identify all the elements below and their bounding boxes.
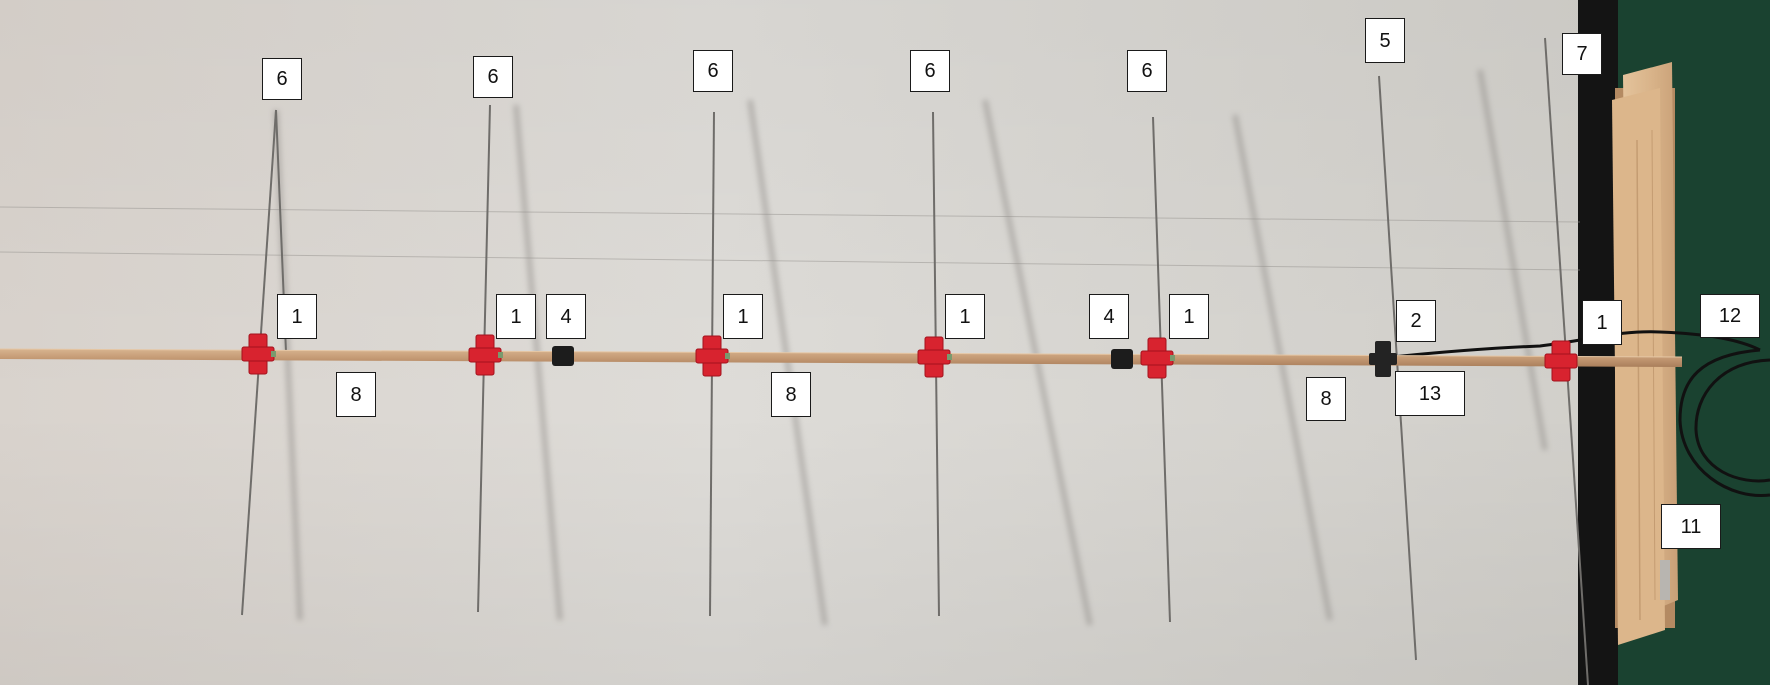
- label-director: 6: [1127, 50, 1167, 92]
- label-clamp: 1: [723, 294, 763, 339]
- label-boom: 8: [1306, 377, 1346, 421]
- label-feed-clamp: 2: [1396, 300, 1436, 342]
- label-director: 6: [473, 56, 513, 98]
- label-reflector: 7: [1562, 33, 1602, 75]
- label-director: 6: [262, 58, 302, 100]
- label-clamp: 1: [1169, 294, 1209, 339]
- boom: [0, 348, 1683, 367]
- label-boom: 8: [771, 372, 811, 417]
- label-boom: 8: [336, 372, 376, 417]
- label-clamp: 1: [496, 294, 536, 339]
- label-clamp: 1: [945, 294, 985, 339]
- label-clamp: 1: [1582, 300, 1622, 345]
- label-clamp: 1: [277, 294, 317, 339]
- label-feedpoint: 13: [1395, 371, 1465, 416]
- label-ferrite: 4: [1089, 294, 1129, 339]
- red-clamps: [241, 333, 1578, 382]
- element-rod: [1378, 75, 1417, 661]
- ferrite-chokes: [552, 346, 1133, 369]
- label-ferrite: 4: [546, 294, 586, 339]
- label-mount: 11: [1661, 504, 1721, 549]
- label-director: 6: [693, 50, 733, 92]
- wooden-board: [1612, 62, 1678, 645]
- label-cable: 12: [1700, 294, 1760, 338]
- label-driven-element: 5: [1365, 18, 1405, 63]
- feed-clamp: [1369, 341, 1397, 377]
- label-director: 6: [910, 50, 950, 92]
